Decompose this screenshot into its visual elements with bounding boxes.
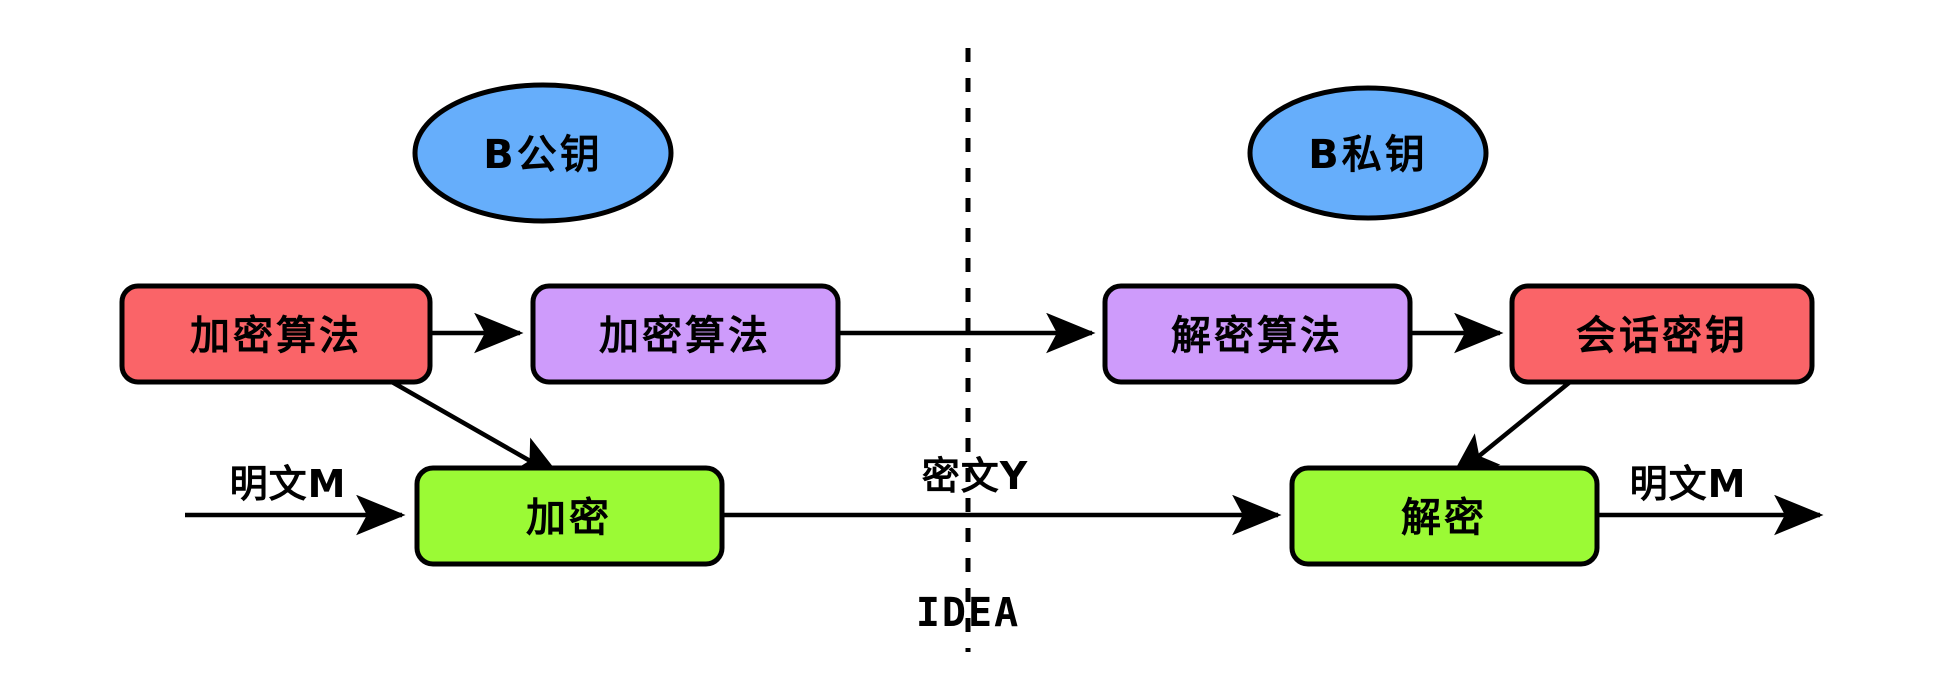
decrypt-process-label: 解密: [1401, 495, 1487, 541]
encrypt-algorithm-source-box[interactable]: [119, 283, 433, 385]
decrypt-key-feed-arrow: [1449, 380, 1572, 481]
encrypt-algorithm-source-label: 加密算法: [190, 313, 362, 359]
plaintext-output-label: 明文M: [1630, 462, 1747, 506]
encrypt-key-feed-arrow: [390, 380, 564, 480]
private-key-ellipse[interactable]: [1247, 85, 1489, 221]
decrypt-process-box[interactable]: [1289, 465, 1600, 567]
ciphertext-label: 密文Y: [922, 454, 1029, 498]
encrypt-process-label: 加密: [526, 495, 612, 541]
public-key-ellipse[interactable]: [412, 82, 674, 224]
idea-caption-label: IDEA: [916, 590, 1020, 636]
encrypt-algorithm-target-box[interactable]: [530, 283, 841, 385]
session-key-label: 会话密钥: [1576, 313, 1748, 359]
public-key-label: B公钥: [483, 132, 603, 178]
session-key-box[interactable]: [1509, 283, 1815, 385]
decrypt-algorithm-box[interactable]: [1102, 283, 1413, 385]
decrypt-algorithm-label: 解密算法: [1171, 313, 1343, 359]
encrypt-algorithm-target-label: 加密算法: [599, 313, 771, 359]
plaintext-input-label: 明文M: [230, 462, 347, 506]
encrypt-process-box[interactable]: [414, 465, 725, 567]
private-key-label: B私钥: [1308, 132, 1428, 178]
